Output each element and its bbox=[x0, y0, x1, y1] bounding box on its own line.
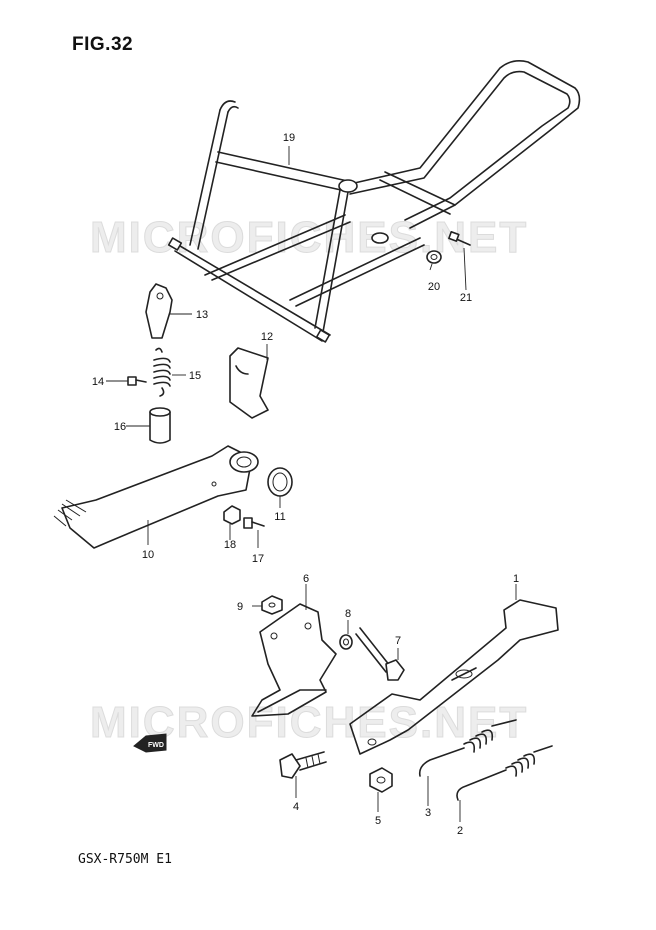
washer-part-11 bbox=[267, 467, 293, 497]
fwd-label: FWD bbox=[148, 742, 164, 749]
callout-9: 9 bbox=[237, 601, 243, 613]
bolt-part-7 bbox=[355, 627, 405, 681]
figure-title: FIG.32 bbox=[72, 34, 134, 55]
callout-14: 14 bbox=[92, 376, 104, 388]
callout-12: 12 bbox=[261, 331, 273, 343]
callout-19: 19 bbox=[283, 132, 295, 144]
callout-16: 16 bbox=[114, 421, 126, 433]
pivot-bolt-part-4 bbox=[279, 751, 327, 779]
bushing-part-20 bbox=[426, 250, 442, 264]
nut-part-5 bbox=[369, 767, 393, 793]
bolt-part-17 bbox=[243, 517, 265, 529]
callout-20: 20 bbox=[428, 281, 440, 293]
nut-part-18 bbox=[223, 505, 241, 525]
bolt-part-14 bbox=[127, 376, 147, 386]
stand-frame-part-19 bbox=[167, 60, 581, 343]
nut-part-9 bbox=[261, 595, 283, 615]
callout-7: 7 bbox=[395, 635, 401, 647]
callout-1: 1 bbox=[513, 573, 519, 585]
clip-part-12 bbox=[229, 347, 269, 419]
bracket-part-13 bbox=[145, 283, 173, 339]
forward-arrow-icon: FWD bbox=[133, 733, 167, 753]
callout-17: 17 bbox=[252, 553, 264, 565]
collar-part-16 bbox=[149, 407, 171, 444]
screw-part-21 bbox=[448, 231, 471, 246]
mount-bracket-part-6 bbox=[251, 603, 337, 717]
callout-8: 8 bbox=[345, 608, 351, 620]
callout-18: 18 bbox=[224, 539, 236, 551]
callout-21: 21 bbox=[460, 292, 472, 304]
callout-13: 13 bbox=[196, 309, 208, 321]
callout-4: 4 bbox=[293, 801, 299, 813]
callout-10: 10 bbox=[142, 549, 154, 561]
spring-part-3 bbox=[418, 719, 517, 777]
callout-15: 15 bbox=[189, 370, 201, 382]
side-stand-part-1 bbox=[349, 599, 559, 755]
watermark-top: MICROFICHES.NET bbox=[90, 213, 528, 262]
callout-6: 6 bbox=[303, 573, 309, 585]
model-code: GSX-R750M E1 bbox=[78, 852, 172, 867]
callout-2: 2 bbox=[457, 825, 463, 837]
washer-part-8 bbox=[339, 634, 353, 650]
callout-3: 3 bbox=[425, 807, 431, 819]
callout-labels: 19 20 21 13 12 15 14 16 10 11 18 17 6 9 … bbox=[92, 132, 519, 837]
spring-part-15 bbox=[153, 347, 171, 397]
stand-lever-part-10 bbox=[53, 445, 259, 549]
callout-5: 5 bbox=[375, 815, 381, 827]
callout-11: 11 bbox=[274, 511, 285, 523]
spring-part-2 bbox=[456, 745, 553, 801]
leader-lines bbox=[106, 146, 517, 822]
